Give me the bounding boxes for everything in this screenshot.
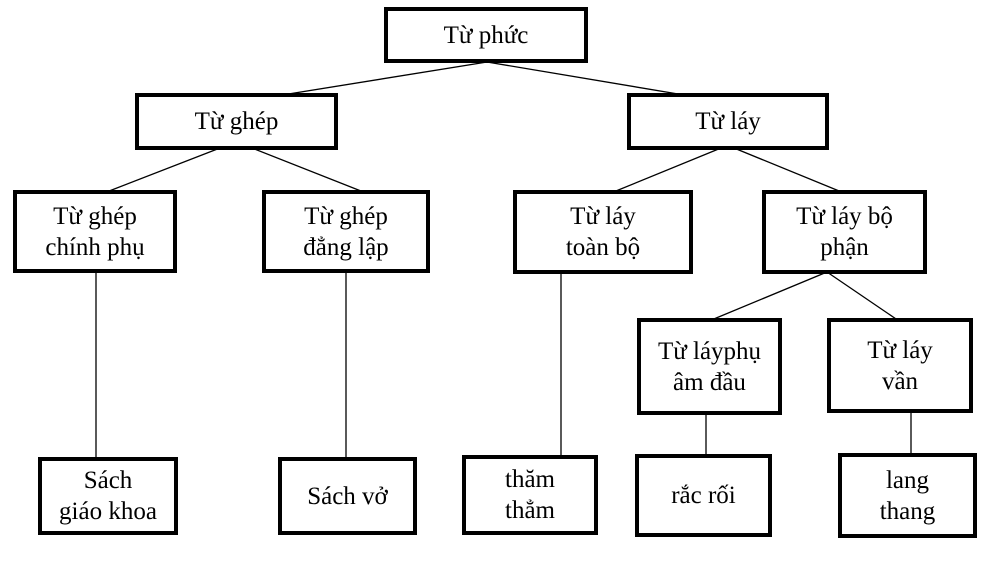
node-sach-vo: Sách vở bbox=[278, 457, 417, 535]
node-lang-thang: lang thang bbox=[838, 453, 977, 538]
edge-tu-ghep-tu-ghep-dang-lap bbox=[251, 147, 367, 194]
node-tu-lay-phu-am-dau: Từ láyphụ âm đầu bbox=[637, 318, 782, 415]
edge-tu-phuc-tu-lay bbox=[486, 61, 691, 97]
node-tu-lay-toan-bo: Từ láy toàn bộ bbox=[513, 190, 693, 274]
node-tu-ghep: Từ ghép bbox=[135, 93, 338, 150]
node-sach-giao-khoa: Sách giáo khoa bbox=[38, 457, 178, 535]
node-tu-ghep-dang-lap: Từ ghép đẳng lập bbox=[262, 190, 430, 273]
node-tu-phuc: Từ phức bbox=[384, 7, 588, 63]
edge-tu-lay-tu-lay-toan-bo bbox=[610, 147, 722, 194]
edge-tu-lay-bo-phan-phu-am-dau bbox=[708, 271, 828, 322]
node-tu-ghep-chinh-phu: Từ ghép chính phụ bbox=[13, 190, 177, 273]
edge-tu-lay-tu-lay-bo-phan bbox=[733, 147, 845, 194]
node-rac-roi: rắc rối bbox=[635, 454, 772, 537]
node-tu-lay-van: Từ láy vần bbox=[827, 318, 973, 413]
edge-tu-ghep-tu-ghep-chinh-phu bbox=[103, 147, 221, 194]
node-tham-tham: thăm thẳm bbox=[462, 455, 598, 535]
edge-tu-lay-bo-phan-tu-lay-van bbox=[826, 271, 900, 322]
edge-tu-phuc-tu-ghep bbox=[275, 61, 488, 97]
node-tu-lay-bo-phan: Từ láy bộ phận bbox=[762, 190, 927, 274]
node-tu-lay: Từ láy bbox=[627, 93, 829, 150]
